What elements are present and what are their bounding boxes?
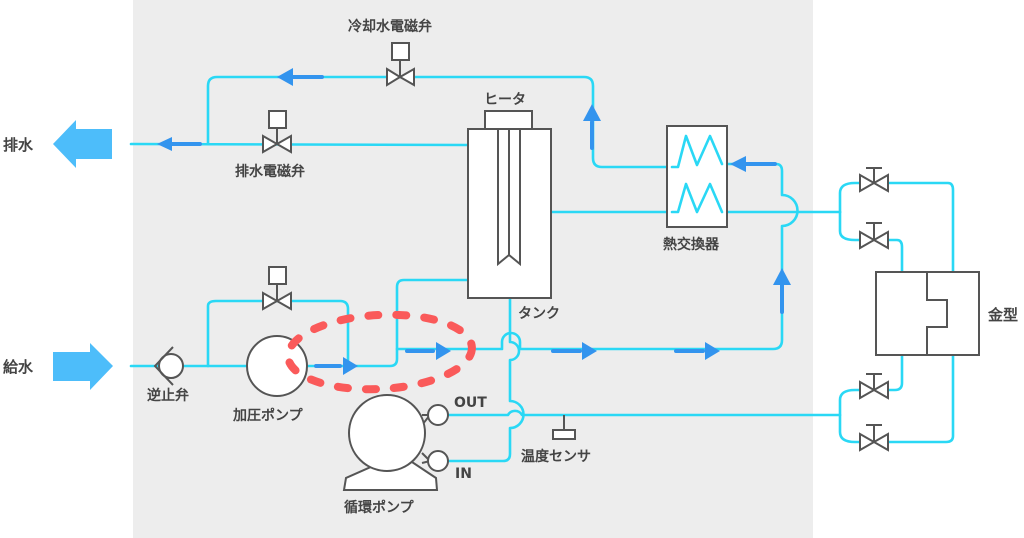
heat-exchanger[interactable] (666, 125, 728, 228)
flow-arrow-mid-2 (674, 342, 720, 360)
check-valve-label: 逆止弁 (147, 387, 189, 404)
pipe-mold-upper-manifold-b (838, 210, 862, 242)
tank-label: タンク (518, 306, 560, 322)
drain-outlet-arrow (53, 120, 112, 168)
supply-label: 給水 (3, 358, 34, 376)
flow-arrow-tank-in (405, 342, 451, 360)
circulation-pump-label: 循環ポンプ (344, 499, 415, 516)
flow-arrow-cooling (277, 68, 324, 86)
temp-sensor[interactable] (552, 429, 576, 440)
pipe-mold-lower-b (886, 353, 955, 444)
pipe-mold-upper-b (886, 238, 904, 274)
heater-label: ヒータ (484, 92, 526, 108)
pump-in-label: IN (455, 466, 472, 482)
mold-valve-upper-1[interactable] (859, 167, 889, 193)
pipe-hx-upper-in (395, 162, 799, 351)
pipe-pump-out (306, 278, 470, 368)
booster-pump-label: 加圧ポンプ (232, 407, 304, 424)
mold-valve-lower-2[interactable] (859, 424, 889, 452)
pipe-cooling-return (206, 75, 674, 169)
mold-valve-upper-2[interactable] (859, 222, 889, 250)
pump-out-label: OUT (454, 395, 487, 411)
mold[interactable] (875, 271, 980, 356)
drain-solenoid-valve[interactable] (262, 110, 292, 154)
pipe-mold-upper-a (886, 181, 955, 274)
pipe-circ-out (446, 409, 842, 417)
drain-valve-label: 排水電磁弁 (235, 163, 305, 180)
flow-arrow-drain (157, 137, 202, 151)
bypass-solenoid-valve[interactable] (262, 266, 292, 311)
flow-arrow-up-right (773, 268, 791, 314)
pipe-mold-lower-a (886, 353, 904, 392)
highlight-ellipse (284, 310, 476, 394)
drain-label: 排水 (3, 136, 34, 154)
supply-inlet-arrow (53, 343, 113, 390)
pipe-mold-upper-manifold (838, 181, 862, 214)
temp-sensor-label: 温度センサ (521, 448, 591, 465)
flow-arrow-pump (314, 357, 358, 375)
pipe-tank-to-circ-in (446, 296, 525, 463)
heat-exchanger-label: 熱交換器 (663, 236, 720, 253)
flow-arrow-hx-up (583, 104, 601, 150)
circulation-pump[interactable] (342, 394, 449, 491)
booster-pump[interactable] (246, 335, 308, 397)
pipe-mold-lower-manifold (838, 388, 862, 444)
cooling-valve-label: 冷却水電磁弁 (348, 18, 432, 35)
mold-label: 金型 (987, 306, 1018, 324)
flow-arrow-hx-in (730, 156, 777, 172)
cooling-solenoid-valve[interactable] (386, 42, 415, 87)
mold-valve-lower-1[interactable] (859, 373, 889, 400)
check-valve[interactable] (153, 346, 184, 386)
flow-arrow-mid-1 (551, 342, 597, 360)
heater[interactable] (484, 110, 533, 267)
